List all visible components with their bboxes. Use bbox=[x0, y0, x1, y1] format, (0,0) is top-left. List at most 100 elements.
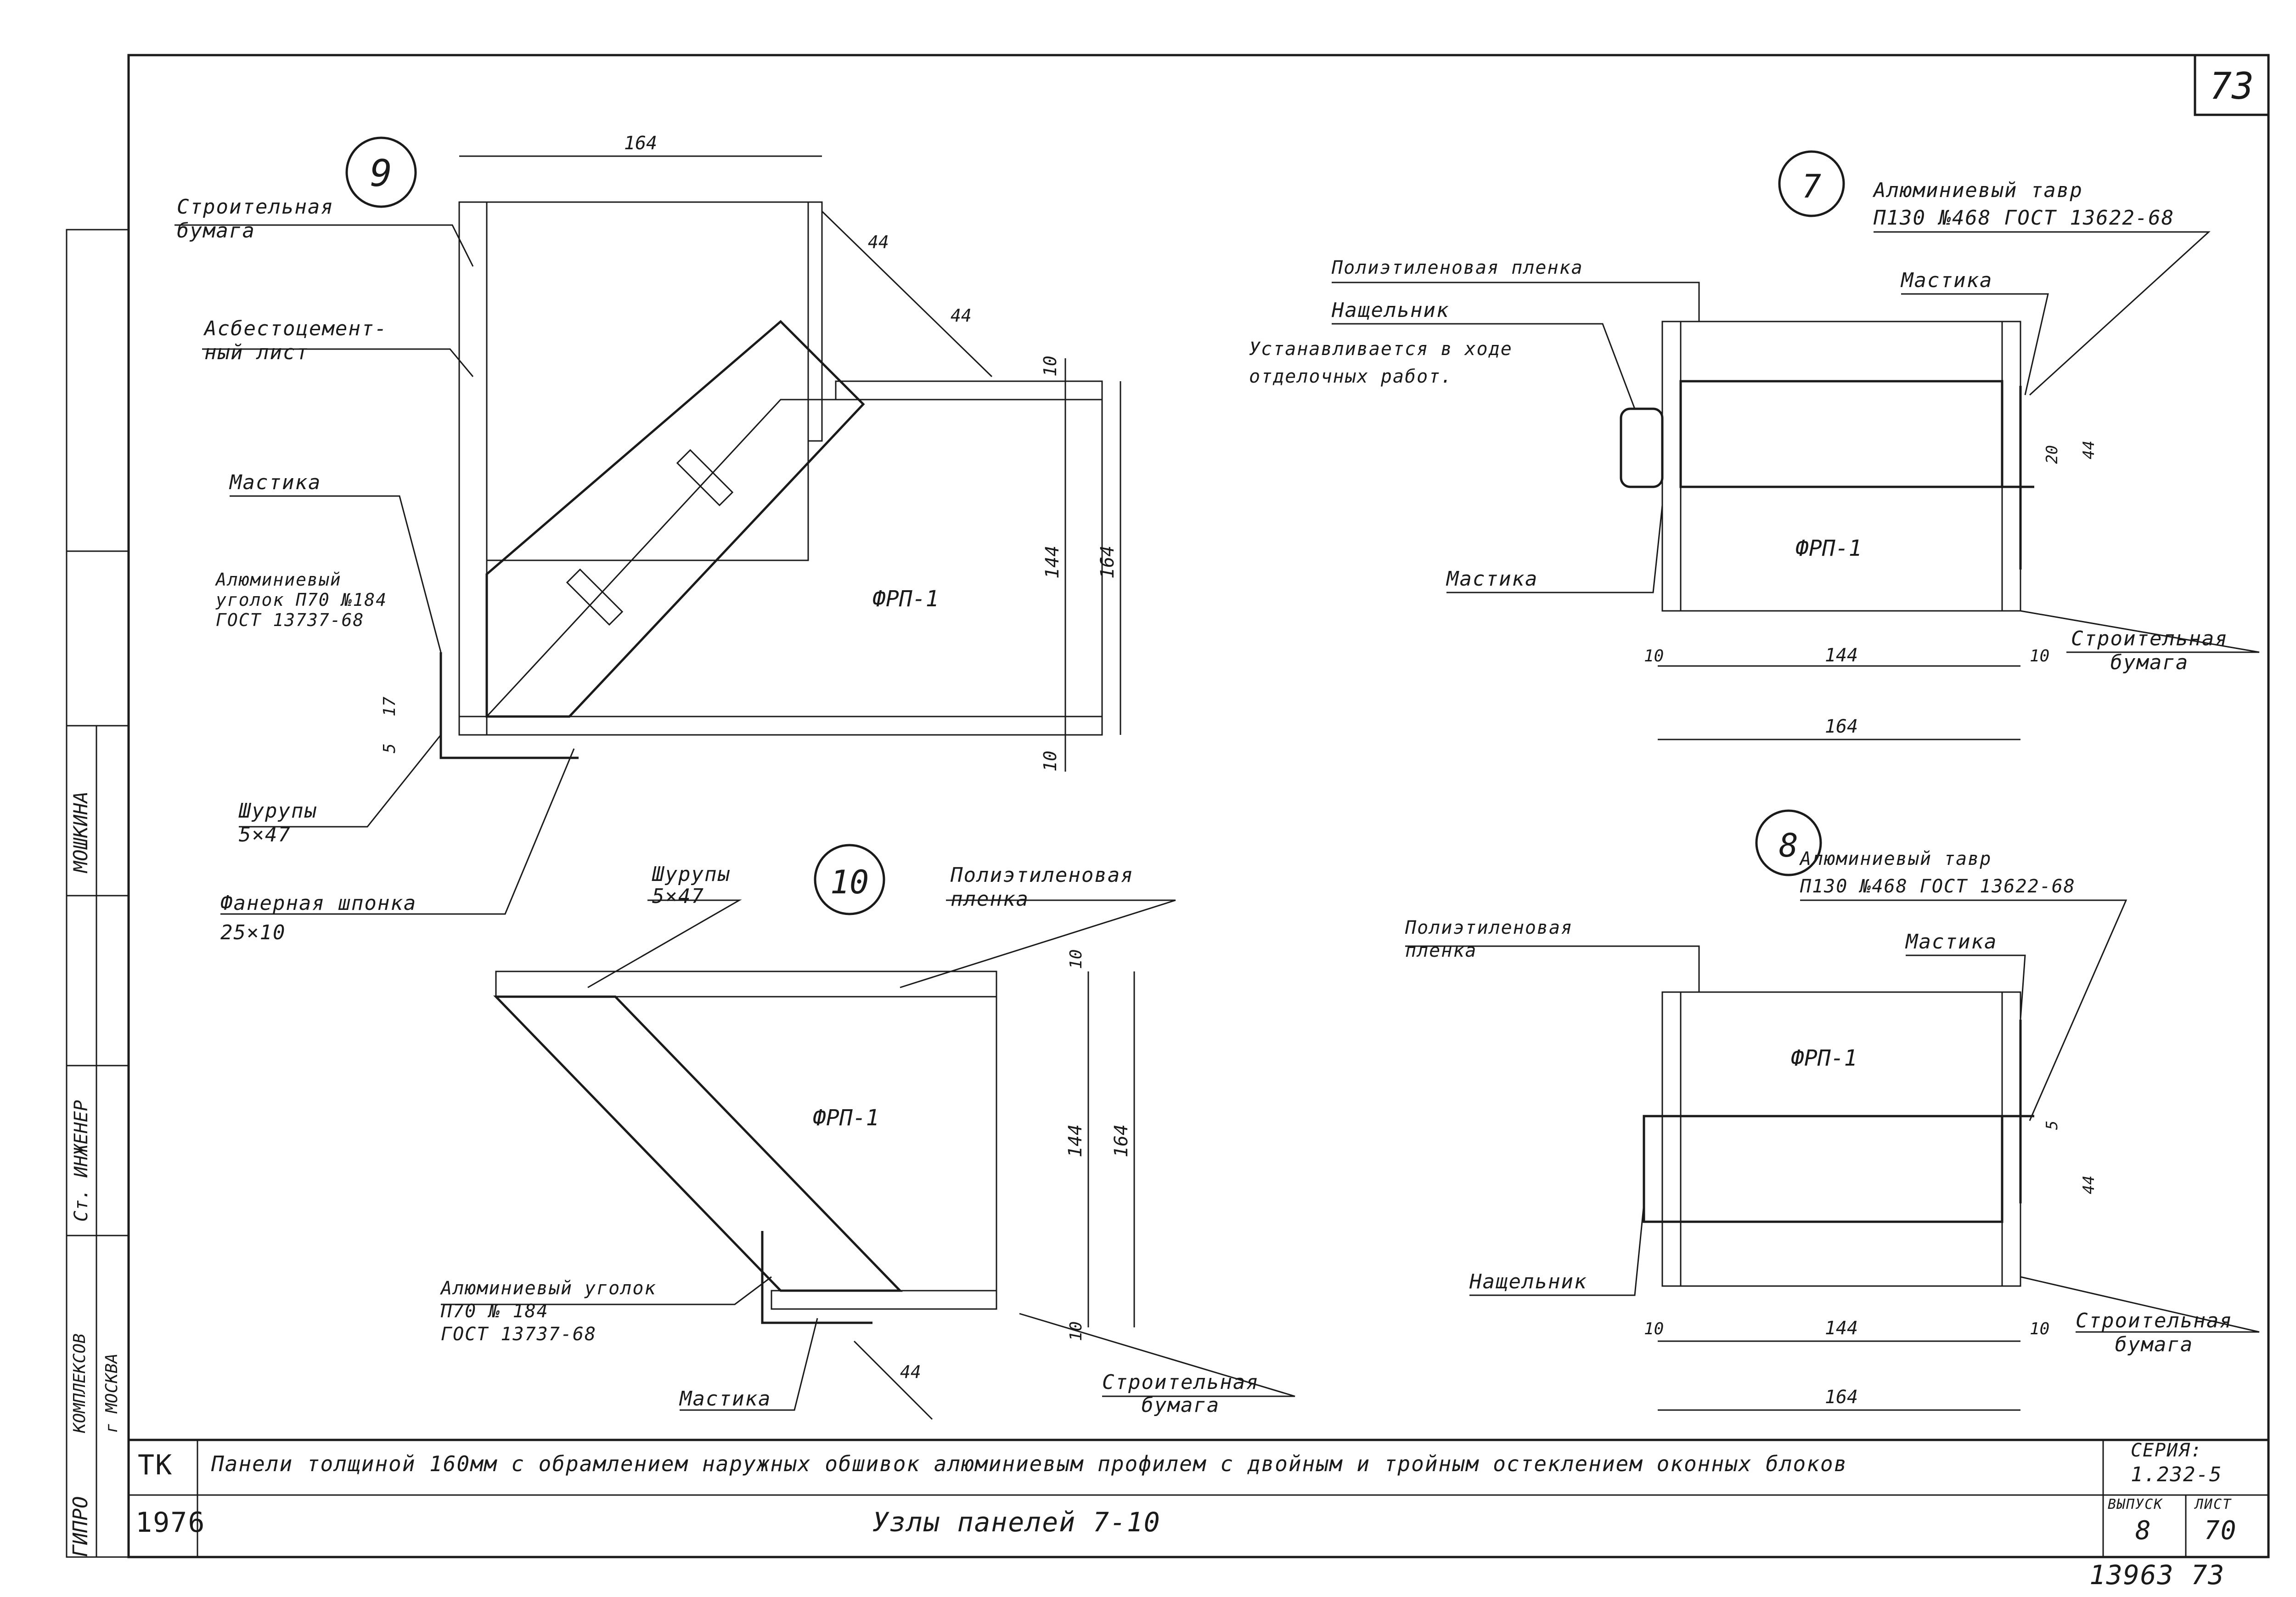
node-8-wood bbox=[1643, 1115, 2003, 1223]
node-8-leader-paper bbox=[2020, 1276, 2260, 1333]
side-org-2: г МОСКВА bbox=[102, 1354, 121, 1433]
side-strip bbox=[66, 229, 129, 1558]
node-8-dim-10a: 10 bbox=[1644, 1320, 1664, 1338]
node-7-dim-44: 44 bbox=[2080, 440, 2098, 459]
node-7-number: 7 bbox=[1802, 168, 1821, 205]
node-9-leader-asbestos bbox=[202, 348, 474, 377]
node-9-leader-paper bbox=[174, 224, 474, 267]
node-10-leader-film bbox=[900, 899, 1176, 988]
node-9-leader-plywood bbox=[220, 748, 575, 915]
node-10-wood bbox=[493, 995, 903, 1292]
node-7-frp-top bbox=[1680, 321, 2003, 382]
node-9-plywood-key bbox=[566, 568, 624, 626]
node-9-dim-164: 164 bbox=[1097, 546, 1118, 579]
node-9-asbestos-bottom bbox=[458, 716, 1103, 736]
node-10-bottom-sheet bbox=[771, 1290, 997, 1310]
node-9-dim-top: 164 bbox=[624, 133, 657, 154]
node-7-wood bbox=[1679, 380, 2003, 488]
node-10-dim-10a: 10 bbox=[1067, 949, 1086, 969]
node-10: 10 ФРП-1 10 144 164 10 44 bbox=[441, 844, 1295, 1420]
node-9-wood-bar bbox=[485, 320, 865, 718]
node-8-sheet-right bbox=[2001, 991, 2021, 1287]
node-7-nashchelnik bbox=[1620, 407, 1664, 488]
node-8-leader-tee bbox=[1800, 899, 2127, 1121]
node-9-dim-44a: 44 bbox=[868, 232, 889, 252]
node-7-sheet-right bbox=[2001, 321, 2021, 612]
node-7-leader-mastic-left bbox=[1446, 505, 1663, 593]
node-9-dim-diag bbox=[821, 210, 993, 378]
side-role: Ст. ИНЖЕНЕР bbox=[71, 1100, 92, 1222]
node-9: 9 164 44 44 10 144 164 10 17 5 ФРП-1 bbox=[174, 133, 1121, 915]
node-7-frp-bottom bbox=[1680, 486, 2003, 612]
node-7-dim-144: 144 bbox=[1825, 645, 1858, 666]
node-7-sheet-left bbox=[1661, 321, 1682, 612]
node-8-dim-44: 44 bbox=[2080, 1175, 2098, 1194]
node-7-leader-tee bbox=[1874, 231, 2211, 396]
node-7-leader-film bbox=[1332, 282, 1700, 322]
node-9-leader-screws bbox=[239, 734, 442, 828]
side-name: МОШКИНА bbox=[69, 791, 92, 874]
node-8-sheet-left bbox=[1661, 991, 1682, 1287]
node-8-leader-nash bbox=[1469, 1203, 1645, 1296]
node-10-dim-144: 144 bbox=[1065, 1124, 1086, 1157]
node-8-frp-label: ФРП-1 bbox=[1791, 1045, 1857, 1071]
node-8-frp-bottom bbox=[1680, 1221, 2003, 1287]
node-7: 7 ФРП-1 10 144 10 164 44 20 bbox=[1332, 150, 2260, 740]
node-10-aluminium-angle bbox=[761, 1231, 872, 1324]
node-9-asbestos-right bbox=[807, 201, 823, 442]
node-8-dim-144: 144 bbox=[1825, 1318, 1858, 1339]
node-8-dim-10b: 10 bbox=[2030, 1320, 2049, 1338]
node-9-frp-horizontal bbox=[486, 399, 1103, 736]
node-8-marker bbox=[1755, 809, 1822, 876]
node-8-leader-film bbox=[1405, 945, 1700, 992]
node-8-leader-mastic bbox=[1906, 954, 2026, 1020]
node-7-aluminium-tee bbox=[2002, 386, 2034, 570]
sheet-frame bbox=[127, 54, 2270, 1558]
node-10-leader-mastic bbox=[680, 1318, 818, 1411]
node-9-asbestos-top bbox=[835, 380, 1103, 401]
node-7-dim-10a: 10 bbox=[1644, 647, 1664, 666]
node-8-dim-5: 5 bbox=[2043, 1121, 2061, 1130]
node-9-dim-144: 144 bbox=[1042, 546, 1063, 579]
node-7-leader-paper bbox=[2020, 610, 2260, 653]
node-9-frp-label: ФРП-1 bbox=[872, 586, 939, 612]
node-7-leader-mastic bbox=[1901, 293, 2049, 395]
node-9-dim-10a: 10 bbox=[1040, 356, 1060, 377]
node-10-frp-label: ФРП-1 bbox=[813, 1105, 879, 1131]
node-9-frp-vertical bbox=[486, 201, 809, 561]
node-7-marker bbox=[1778, 150, 1845, 217]
side-stamp: ГИПРО bbox=[69, 1496, 92, 1557]
node-9-number: 9 bbox=[370, 152, 392, 195]
node-7-frp-label: ФРП-1 bbox=[1795, 536, 1862, 561]
node-7-dim-164: 164 bbox=[1825, 716, 1858, 737]
node-9-dim-5: 5 bbox=[380, 743, 399, 753]
side-org-1: КОМПЛЕКСОВ bbox=[70, 1333, 89, 1433]
node-10-top-sheet bbox=[495, 971, 997, 998]
node-10-leader-paper bbox=[1019, 1313, 1295, 1397]
node-10-dim-44: 44 bbox=[900, 1362, 921, 1382]
page-number: 73 bbox=[2210, 65, 2254, 107]
node-10-frp bbox=[613, 996, 997, 1292]
page-number-box bbox=[2194, 54, 2270, 116]
node-7-dim-20: 20 bbox=[2043, 445, 2061, 464]
node-8-dim-164: 164 bbox=[1825, 1387, 1858, 1408]
node-9-plywood-key bbox=[676, 449, 734, 507]
node-9-dim-10b: 10 bbox=[1040, 751, 1060, 772]
node-9-aluminium-angle bbox=[439, 652, 579, 759]
node-9-leader-mastic bbox=[230, 495, 442, 653]
node-9-marker bbox=[345, 136, 417, 208]
node-7-dim-10b: 10 bbox=[2030, 647, 2049, 666]
node-8-aluminium-tee bbox=[2002, 1020, 2034, 1203]
node-10-leader-screws bbox=[587, 899, 742, 988]
node-9-dim-17: 17 bbox=[380, 696, 399, 717]
node-9-dim-44b: 44 bbox=[951, 305, 972, 326]
node-8-number: 8 bbox=[1779, 827, 1798, 864]
node-9-asbestos-left bbox=[458, 201, 488, 736]
node-10-dim-164: 164 bbox=[1111, 1124, 1132, 1157]
node-10-dim-44-line bbox=[853, 1340, 933, 1420]
node-10-number: 10 bbox=[830, 863, 869, 901]
node-8: 8 ФРП-1 10 144 10 164 5 44 bbox=[1405, 809, 2260, 1411]
node-10-marker bbox=[814, 844, 885, 915]
node-10-leader-angle bbox=[441, 1276, 772, 1305]
